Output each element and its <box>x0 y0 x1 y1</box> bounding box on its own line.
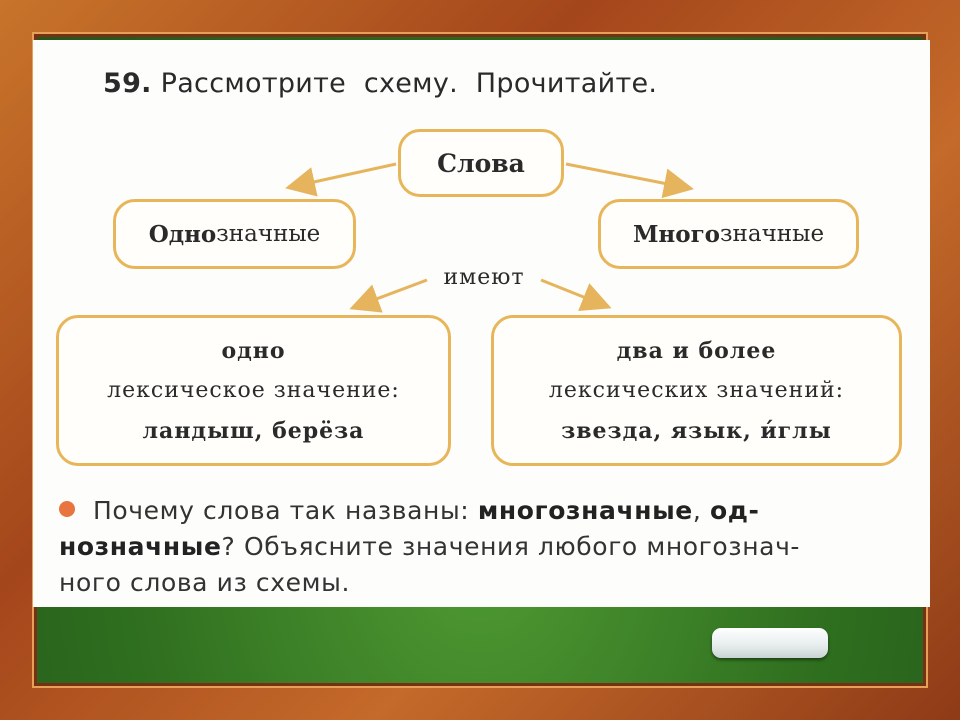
question-text: Почему слова так названы: многозначные, … <box>59 493 919 601</box>
question-bold-single-start: од- <box>709 496 760 525</box>
textbook-page: 59. Рассмотрите схему. Прочитайте. Слова… <box>33 40 930 607</box>
arrow-root-left <box>285 162 397 197</box>
box-many-meanings: два и более лексических значений: звезда… <box>491 315 902 466</box>
task-heading: 59. Рассмотрите схему. Прочитайте. <box>103 68 657 99</box>
diagram-arrows <box>285 162 694 313</box>
question-part1: Почему слова так названы: <box>93 496 478 525</box>
box-one-meaning: одно лексическое значение: ландыш, берёз… <box>56 315 451 466</box>
root-node-words: Слова <box>398 129 564 197</box>
box-many-meanings-examples: звезда, язык, и́глы <box>561 417 832 444</box>
box-one-meaning-line1: одно <box>221 337 286 364</box>
box-many-meanings-line1: два и более <box>616 337 777 364</box>
node-single-meaning-prefix: Одно <box>148 220 217 248</box>
task-instruction: Рассмотрите схему. Прочитайте. <box>160 68 658 99</box>
node-multi-meaning-prefix: Много <box>632 220 721 248</box>
question-bold-single-end: нозначные <box>59 532 222 561</box>
question-line3: ного слова из схемы. <box>59 568 350 597</box>
box-many-meanings-line2: лексических значений: <box>548 377 845 403</box>
arrow-edge-right <box>540 278 612 312</box>
box-one-meaning-line2: лексическое значение: <box>107 377 400 403</box>
box-one-meaning-examples: ландыш, берёза <box>142 417 365 444</box>
arrow-edge-left <box>349 278 428 313</box>
chalk-piece <box>712 628 828 658</box>
bullet-icon <box>59 501 75 517</box>
question-part3: ? Объясните значения любого многознач- <box>221 532 801 561</box>
node-multi-meaning-suffix: значные <box>720 221 825 247</box>
arrow-root-right <box>565 162 694 199</box>
question-bold-multi: многозначные <box>477 496 693 525</box>
edge-label-have: имеют <box>443 265 525 290</box>
node-single-meaning-suffix: значные <box>216 221 321 247</box>
task-number: 59. <box>103 68 152 99</box>
question-part2: , <box>692 496 710 525</box>
